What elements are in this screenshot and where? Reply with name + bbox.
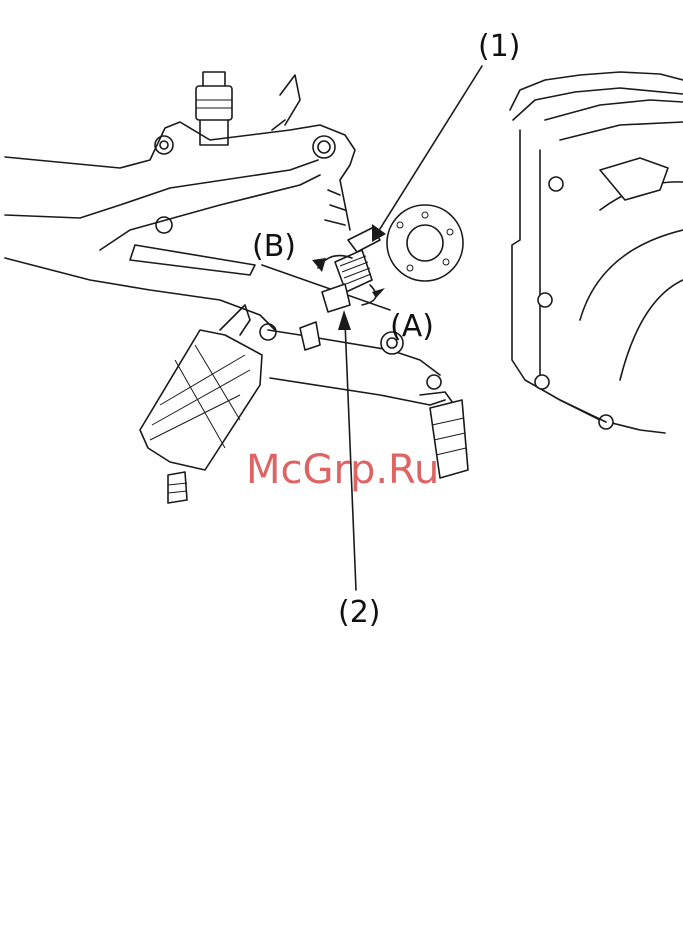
flange-disc — [387, 205, 463, 281]
footpeg — [140, 305, 262, 503]
direction-a-label: (A) — [390, 309, 434, 344]
direction-b-label: (B) — [252, 229, 296, 264]
footrest-bracket — [5, 75, 355, 340]
callout-2-label: (2) — [338, 595, 381, 630]
callout-1-label: (1) — [478, 29, 521, 64]
watermark: McGrp.Ru — [246, 447, 439, 493]
engine-cover — [510, 72, 683, 433]
